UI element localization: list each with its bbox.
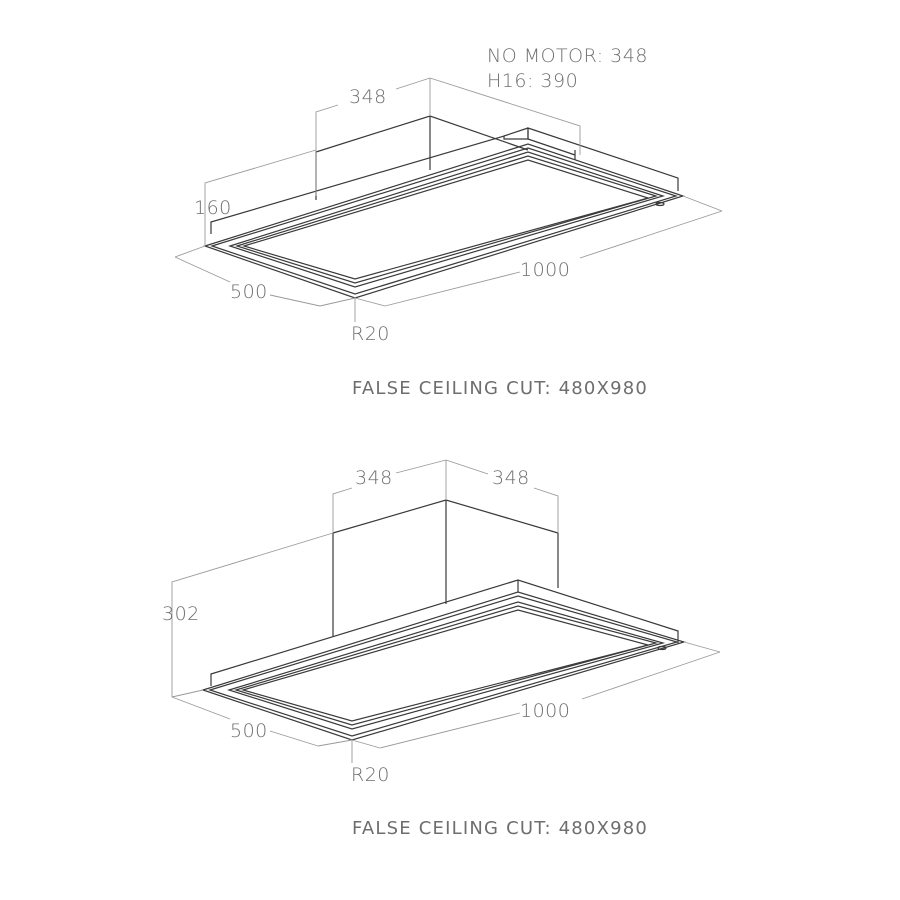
top-inner-frame: [228, 151, 666, 288]
bottom-height-label: 302: [162, 603, 200, 625]
bottom-outer-frame: [201, 591, 687, 741]
bottom-duct-width-right-label: 348: [492, 467, 530, 489]
top-false-ceiling-caption: FALSE CEILING CUT: 480X980: [352, 378, 649, 399]
top-hood-rim: [210, 127, 679, 234]
bottom-dimension-lines: [171, 459, 721, 763]
bottom-motor-box: [332, 499, 559, 636]
top-depth-label: 500: [230, 281, 268, 303]
top-dimension-lines: [174, 77, 723, 322]
top-radius-label: R20: [351, 323, 390, 345]
bottom-depth-label: 500: [230, 720, 268, 742]
top-width-label: 1000: [520, 259, 571, 281]
bottom-width-label: 1000: [520, 700, 571, 722]
no-motor-label: NO MOTOR: 348: [487, 45, 648, 67]
h16-label: H16: 390: [487, 70, 579, 92]
top-outer-frame: [203, 143, 685, 299]
bottom-hood-rim: [210, 579, 679, 686]
bottom-duct-width-left-label: 348: [355, 467, 393, 489]
bottom-hood-drawing: [171, 459, 721, 763]
bottom-inner-frame: [226, 601, 666, 730]
top-height-label: 160: [194, 197, 232, 219]
bottom-false-ceiling-caption: FALSE CEILING CUT: 480X980: [352, 818, 649, 839]
top-hood-drawing: [174, 77, 723, 322]
bottom-radius-label: R20: [351, 764, 390, 786]
top-duct-width-label: 348: [349, 86, 387, 108]
